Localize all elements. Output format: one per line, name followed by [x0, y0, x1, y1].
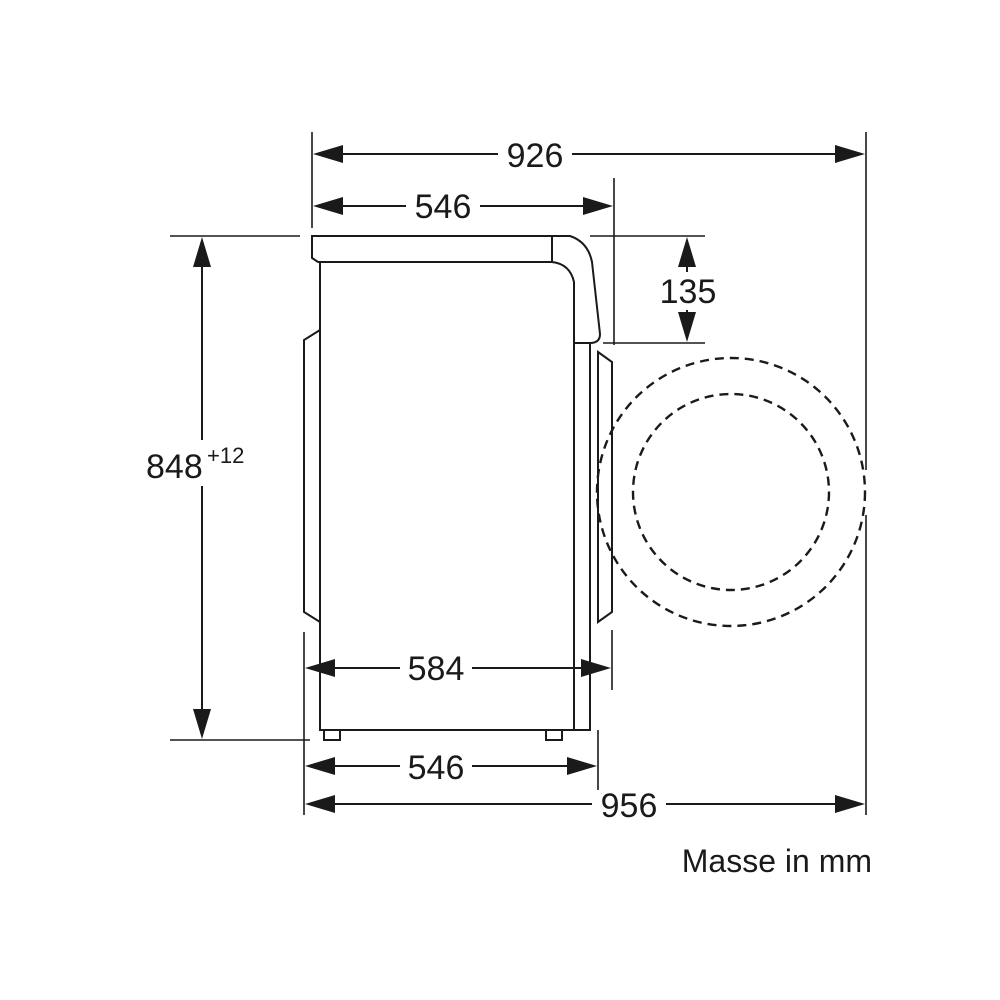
- rear-foot: [323, 729, 341, 741]
- washing-machine-outline: [303, 235, 613, 741]
- cabinet-body-outline: [319, 262, 575, 731]
- arrowhead-right: [567, 757, 597, 775]
- dimension-546-bottom: 546: [305, 749, 597, 787]
- dimension-848: 848 +12: [140, 237, 262, 739]
- dimension-tolerance-label: +12: [207, 443, 244, 468]
- dimension-926: 926: [313, 137, 865, 175]
- arrowhead-right: [583, 197, 613, 215]
- front-panel-outline: [574, 342, 591, 731]
- arrowhead-left: [313, 197, 343, 215]
- control-panel-outline: [551, 235, 602, 344]
- dimension-label-546-bottom: 546: [408, 749, 465, 787]
- dimension-label-584: 584: [408, 650, 465, 688]
- dimension-546-top: 546: [313, 188, 613, 226]
- front-foot: [545, 729, 563, 741]
- units-note: Masse in mm: [682, 843, 872, 879]
- dimension-135: 135: [660, 237, 717, 342]
- dimension-label-956: 956: [601, 787, 658, 825]
- arrowhead-left: [313, 145, 343, 163]
- arrowhead-up: [193, 237, 211, 267]
- arrowhead-left: [305, 757, 335, 775]
- arrowhead-up: [678, 237, 696, 267]
- arrowhead-down: [193, 709, 211, 739]
- door-outer-circle: [595, 356, 867, 628]
- dimension-label-546-top: 546: [415, 188, 472, 226]
- label-mask: [140, 440, 262, 486]
- dimension-584: 584: [305, 650, 611, 688]
- dimension-label-848: 848: [146, 448, 203, 486]
- arrowhead-right: [835, 795, 865, 813]
- arrowhead-down: [678, 312, 696, 342]
- open-door-outline: [595, 356, 867, 628]
- arrowhead-left: [305, 659, 335, 677]
- door-inner-circle: [631, 392, 831, 592]
- arrowhead-right: [835, 145, 865, 163]
- extension-lines: [170, 132, 867, 815]
- arrowhead-left: [305, 795, 335, 813]
- arrowhead-right: [581, 659, 611, 677]
- door-hinge-outline: [597, 350, 613, 624]
- dimension-label-926: 926: [507, 137, 564, 175]
- dimension-956: 956: [305, 787, 865, 825]
- rear-housing-outline: [303, 329, 321, 623]
- dimension-label-135: 135: [660, 273, 717, 311]
- worktop-outline: [311, 235, 553, 263]
